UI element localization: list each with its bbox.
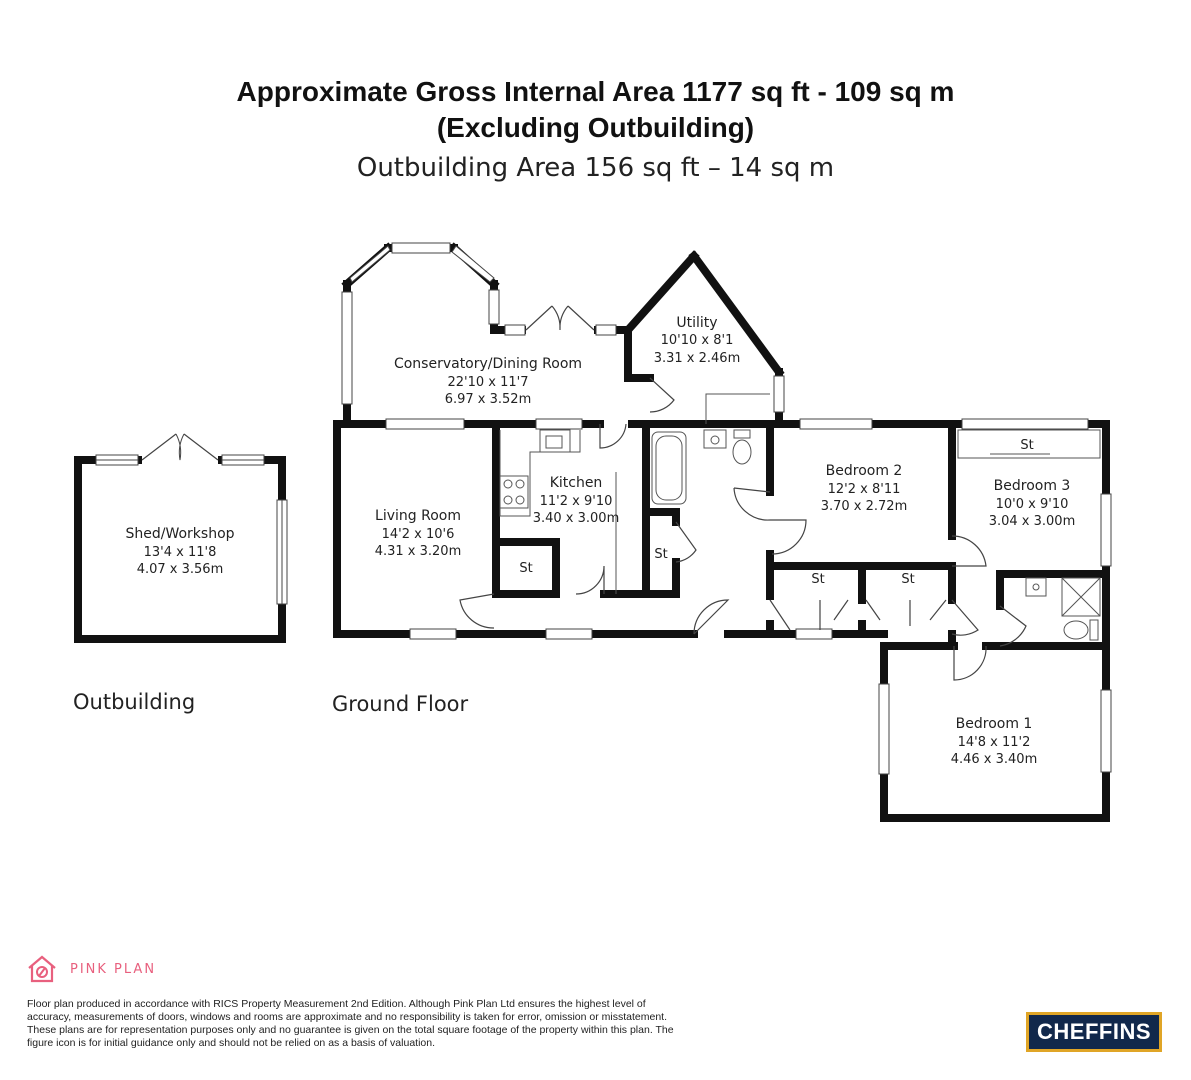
bedroom1-name: Bedroom 1 — [956, 716, 1033, 732]
area-subtitle: (Excluding Outbuilding) — [436, 112, 755, 143]
outbuilding-windows — [95, 433, 288, 605]
bedroom3-metric: 3.04 x 3.00m — [989, 514, 1076, 529]
living-name: Living Room — [375, 508, 461, 524]
agent-name: CHEFFINS — [1037, 1019, 1151, 1044]
bedroom1-imperial: 14'8 x 11'2 — [958, 735, 1031, 750]
conservatory-imperial: 22'10 x 11'7 — [447, 375, 528, 390]
shed-metric: 4.07 x 3.56m — [137, 562, 224, 577]
bedroom2-metric: 3.70 x 2.72m — [821, 499, 908, 514]
kitchen-name: Kitchen — [550, 475, 603, 491]
living-metric: 4.31 x 3.20m — [375, 544, 462, 559]
shed-name: Shed/Workshop — [125, 526, 234, 542]
bedroom1-metric: 4.46 x 3.40m — [951, 752, 1038, 767]
title-block: Approximate Gross Internal Area 1177 sq … — [0, 74, 1191, 188]
cheffins-logo: CHEFFINS — [1026, 1012, 1162, 1052]
ground-floor-label: Ground Floor — [332, 692, 469, 716]
outbuilding-area: Outbuilding Area 156 sq ft – 14 sq m — [356, 153, 835, 183]
disclaimer: Floor plan produced in accordance with R… — [27, 998, 674, 1049]
utility-name: Utility — [676, 315, 717, 331]
storage-label: St — [1020, 438, 1033, 453]
storage-label: St — [901, 572, 914, 587]
storage-label: St — [519, 561, 532, 576]
shed-imperial: 13'4 x 11'8 — [144, 545, 217, 560]
area-title: Approximate Gross Internal Area 1177 sq … — [236, 76, 955, 107]
bedroom3-name: Bedroom 3 — [994, 478, 1071, 494]
conservatory-metric: 6.97 x 3.52m — [445, 392, 532, 407]
utility-imperial: 10'10 x 8'1 — [661, 333, 734, 348]
bedroom3-imperial: 10'0 x 9'10 — [996, 497, 1069, 512]
living-imperial: 14'2 x 10'6 — [382, 527, 455, 542]
storage-label: St — [811, 572, 824, 587]
utility-metric: 3.31 x 2.46m — [654, 351, 741, 366]
outbuilding-label: Outbuilding — [73, 690, 196, 714]
conservatory-name: Conservatory/Dining Room — [394, 356, 582, 372]
storage-label: St — [654, 547, 667, 562]
kitchen-metric: 3.40 x 3.00m — [533, 511, 620, 526]
bedroom2-imperial: 12'2 x 8'11 — [828, 482, 901, 497]
doors — [459, 305, 1027, 681]
house-windows — [341, 242, 1112, 775]
house-logo-icon — [28, 955, 56, 983]
fixtures — [499, 393, 1101, 641]
bedroom2-name: Bedroom 2 — [826, 463, 903, 479]
pink-plan-brand: PINK PLAN — [26, 954, 156, 984]
room-labels: Conservatory/Dining Room 22'10 x 11'7 6.… — [125, 315, 1075, 767]
brand-name: PINK PLAN — [70, 961, 157, 977]
kitchen-imperial: 11'2 x 9'10 — [540, 494, 613, 509]
